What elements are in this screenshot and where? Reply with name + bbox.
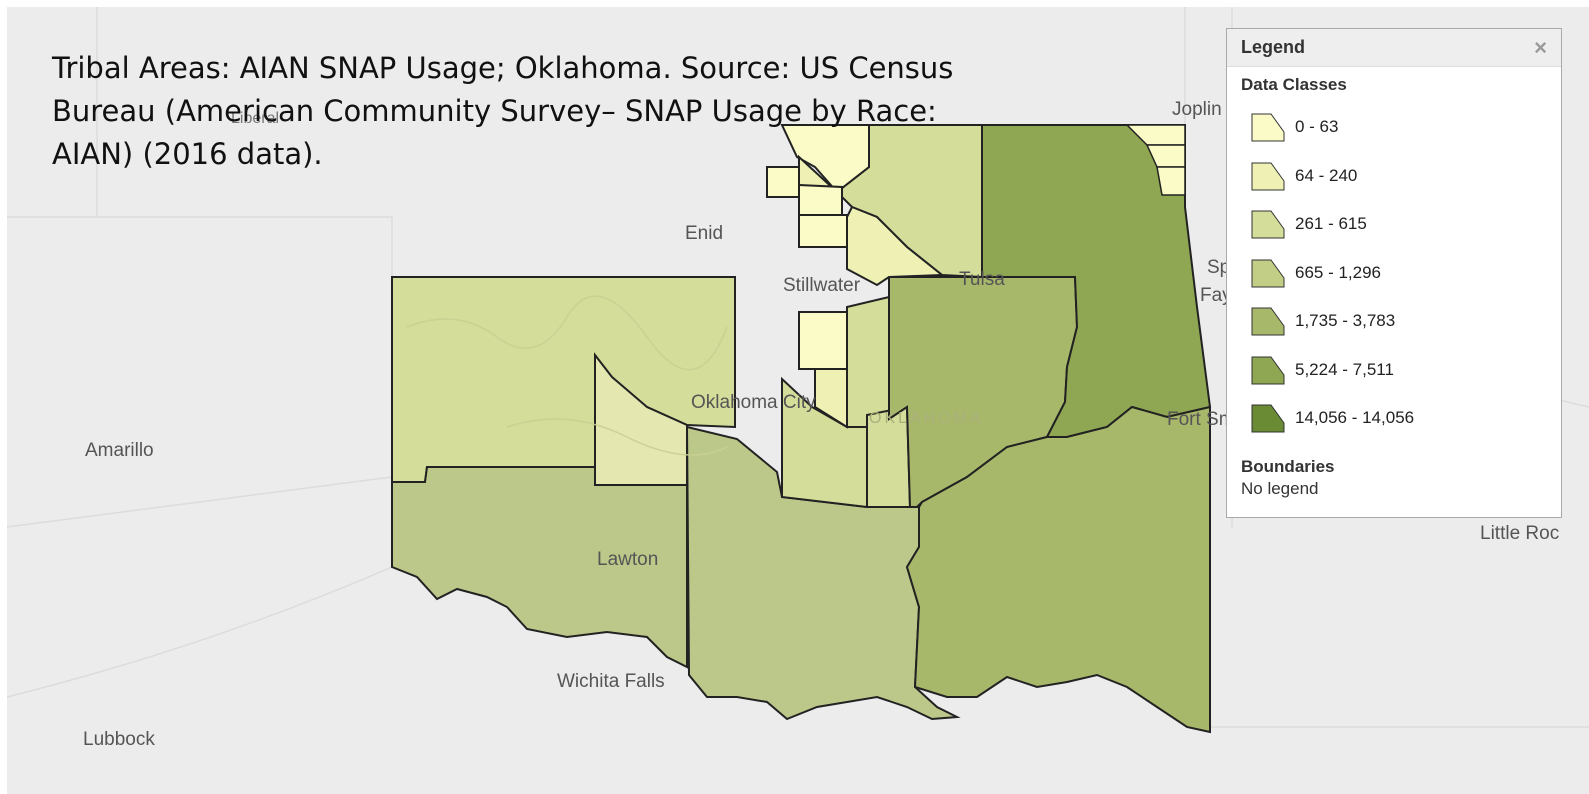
region-southeast[interactable]	[905, 405, 1211, 734]
city-label-joplin: Joplin	[1172, 99, 1222, 120]
city-label-oklahoma-city: Oklahoma City	[691, 392, 816, 413]
legend-class-row: 5,224 - 7,511	[1241, 346, 1547, 395]
legend-class-label: 665 - 1,296	[1295, 262, 1382, 282]
legend-swatch-icon	[1251, 259, 1285, 288]
data-classes-title: Data Classes	[1241, 75, 1347, 94]
data-class-list: 0 - 63 64 - 240 261 - 615 665 - 1,296 1,735 …	[1241, 103, 1547, 443]
legend-class-label: 14,056 - 14,056	[1295, 408, 1415, 428]
city-label-enid: Enid	[685, 223, 724, 244]
city-label-springdale: Sp	[1207, 257, 1231, 278]
legend-class-row: 1,735 - 3,783	[1241, 297, 1547, 346]
legend-class-label: 261 - 615	[1295, 214, 1367, 234]
legend-swatch-icon	[1251, 113, 1285, 142]
legend-title: Legend	[1241, 37, 1306, 57]
legend-class-label: 64 - 240	[1295, 165, 1358, 185]
city-label-little-rock: Little Roc	[1480, 523, 1560, 544]
city-label-lubbock: Lubbock	[83, 729, 155, 750]
city-label-fort-smith: Fort Sm	[1167, 409, 1235, 430]
legend-swatch-icon	[1251, 404, 1285, 433]
city-label-stillwater: Stillwater	[783, 275, 861, 296]
region-central-3[interactable]	[798, 311, 848, 370]
region-ne-tiny-3[interactable]	[1156, 166, 1186, 196]
legend-class-row: 665 - 1,296	[1241, 249, 1547, 298]
state-label: OKLAHOMA	[869, 410, 984, 427]
boundaries-text: No legend	[1241, 478, 1319, 498]
legend-class-label: 1,735 - 3,783	[1295, 311, 1396, 331]
boundaries-title: Boundaries	[1241, 456, 1335, 476]
city-label-fayetteville: Fay	[1200, 285, 1232, 306]
legend-class-row: 261 - 615	[1241, 200, 1547, 249]
legend-swatch-icon	[1251, 162, 1285, 191]
legend-class-label: 5,224 - 7,511	[1295, 359, 1394, 379]
city-label-lawton: Lawton	[597, 549, 659, 570]
legend-swatch-icon	[1251, 356, 1285, 385]
legend-panel: Legend × Data Classes 0 - 63 64 - 240 261 …	[1226, 28, 1562, 518]
legend-class-row: 64 - 240	[1241, 152, 1547, 201]
region-central-2[interactable]	[846, 295, 890, 428]
map-svg	[7, 7, 1589, 734]
legend-swatch-icon	[1251, 210, 1285, 239]
legend-header: Legend ×	[1227, 29, 1561, 67]
region-central-4[interactable]	[814, 368, 848, 429]
legend-class-row: 14,056 - 14,056	[1241, 394, 1547, 443]
city-label-tulsa: Tulsa	[959, 269, 1005, 290]
region-north-4[interactable]	[798, 183, 843, 216]
legend-class-row: 0 - 63	[1241, 103, 1547, 152]
map-caption: Tribal Areas: AIAN SNAP Usage; Oklahoma.…	[52, 51, 954, 171]
legend-swatch-icon	[1251, 307, 1285, 336]
city-label-amarillo: Amarillo	[85, 440, 154, 461]
city-label-wichita-falls: Wichita Falls	[557, 671, 665, 692]
legend-class-label: 0 - 63	[1295, 117, 1339, 137]
legend-body: Data Classes 0 - 63 64 - 240 261 - 615 665 …	[1227, 67, 1561, 505]
close-icon[interactable]: ×	[1534, 34, 1547, 60]
city-label-liberal: Liberal	[231, 110, 280, 127]
region-southwest[interactable]	[391, 466, 688, 669]
rivers	[406, 295, 728, 456]
region-north-5[interactable]	[798, 214, 848, 248]
